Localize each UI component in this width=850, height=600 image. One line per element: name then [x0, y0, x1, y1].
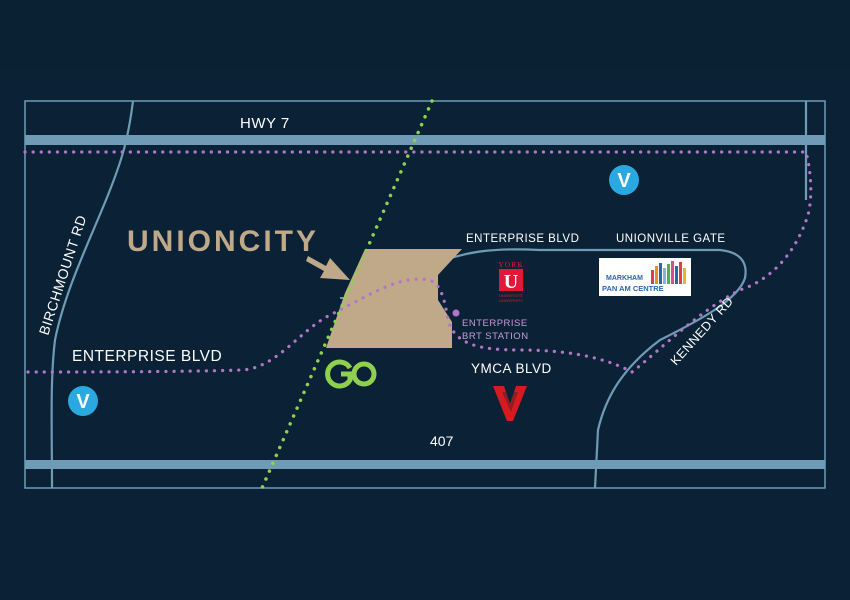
brt-label-line1: ENTERPRISE [462, 318, 528, 329]
top-band [0, 0, 850, 70]
york-bottom2: UNIVERSITY [499, 298, 523, 303]
hwy407-label: 407 [430, 433, 454, 449]
york-top: YORK [498, 260, 523, 269]
enterprise-kennedy-road [439, 248, 747, 489]
markham-bottom: PAN AM CENTRE [602, 284, 664, 293]
hwy7-label: HWY 7 [240, 115, 290, 132]
pointer-arrow-icon [306, 256, 350, 280]
hwy407-road [25, 460, 825, 469]
viva-symbol: V [617, 170, 631, 192]
ymca-blvd-label: YMCA BLVD [471, 361, 552, 376]
unionville-gate-label: UNIONVILLE GATE [616, 233, 726, 245]
york-bottom1: UNIVERSITÉ [499, 293, 523, 298]
viva-icon[interactable]: V [68, 386, 98, 416]
brt-label-line2: BRT STATION [462, 331, 529, 342]
birchmount-road [50, 100, 135, 489]
go-rail-line [260, 99, 434, 490]
viva-icon[interactable]: V [609, 165, 639, 195]
markham-pan-am-centre-icon[interactable]: MARKHAM PAN AM CENTRE [599, 258, 691, 296]
markham-top: MARKHAM [606, 275, 643, 282]
ymca-icon[interactable] [493, 386, 527, 421]
transit-route [23, 150, 813, 374]
york-letter: U [504, 271, 518, 293]
hwy7-road [25, 135, 825, 145]
birchmount-label: BIRCHMOUNT RD [36, 213, 90, 337]
york-university-icon[interactable]: YORK U UNIVERSITÉ UNIVERSITY [498, 260, 523, 303]
unioncity-site[interactable] [326, 249, 462, 348]
go-logo-text: GO [0, 0, 2, 1]
go-transit-icon[interactable]: GO [0, 0, 377, 389]
enterprise-top-label: ENTERPRISE BLVD [466, 233, 579, 245]
viva-symbol: V [76, 391, 90, 413]
enterprise-left-label: ENTERPRISE BLVD [72, 348, 222, 365]
map-frame [24, 100, 826, 489]
brt-station-marker[interactable] [452, 309, 460, 317]
map-title: UNIONCITY [127, 225, 319, 258]
